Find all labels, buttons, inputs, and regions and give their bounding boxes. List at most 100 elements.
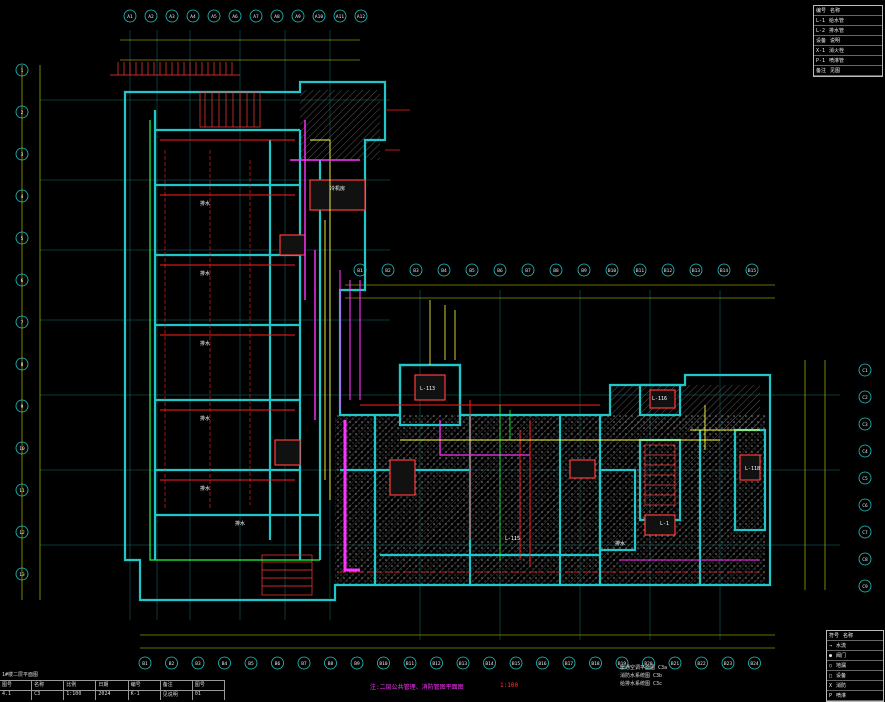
equipment-boxes [274,179,761,536]
grid-bubble-bottom: B18 [589,656,602,670]
grid-bubble-bottom: B6 [271,656,284,670]
svg-text:A12: A12 [357,14,365,20]
grid-bubble-bottom: B13 [456,656,470,670]
note-2: 消防水系统图 C3b [620,673,663,679]
room-label: 排水 [200,340,210,347]
room-label: L-118 [745,466,760,472]
svg-text:C1: C1 [862,368,868,374]
grid-bubble-left: 10 [15,441,29,455]
svg-text:B16: B16 [538,661,546,667]
grid-bubble-top: A10 [312,9,326,23]
top-left-label: 1#楼二层平面图 [2,672,39,678]
svg-text:B9: B9 [354,661,360,667]
svg-text:B23: B23 [724,661,732,667]
svg-text:B15: B15 [748,268,756,274]
room-label: 排水 [235,520,245,527]
grid-bubble-right: C3 [858,417,872,431]
grid-bubble-left: 7 [15,315,29,329]
svg-text:A5: A5 [211,14,217,20]
legend-cell: 给水管 [829,18,845,24]
room-label: L-1 [660,521,669,527]
svg-text:B1: B1 [142,661,148,667]
grid-bubble-mid: B3 [409,263,423,277]
table-cell: 编号 [129,681,161,690]
room-label: 排水 [200,485,210,492]
grid-bubble-top: A11 [333,9,347,23]
svg-text:A3: A3 [169,14,175,20]
grid-bubble-bottom: B7 [297,656,311,670]
grid-bubble-right: C1 [858,363,872,377]
table-cell: 备注 [161,681,193,690]
grid-bubble-mid: B9 [577,263,591,277]
grid-bubble-right: C7 [858,525,872,539]
grid-bubble-bottom: B4 [218,656,231,670]
legend-cell: X-1 [816,47,826,54]
grid-bubble-top: A4 [186,9,200,23]
legend-cell: X [829,682,833,689]
note-3: 给排水系统图 C3c [620,681,663,687]
dimension-lines [21,39,826,649]
grid-bubble-bottom: B8 [324,656,337,670]
svg-text:A9: A9 [295,14,301,20]
svg-text:B5: B5 [248,661,254,667]
grid-bubble-left: 2 [15,105,29,119]
grid-bubble-left: 9 [15,399,29,413]
room-label: L-113 [420,386,435,392]
table-cell: C3 [32,691,65,700]
svg-text:6: 6 [21,278,24,284]
grid-bubble-mid: B5 [465,263,479,277]
grid-bubble-left: 13 [15,567,29,581]
grid-bubble-mid: B15 [745,263,759,277]
svg-text:A8: A8 [274,14,280,20]
svg-text:B7: B7 [525,268,531,274]
grid-bubble-bottom: B9 [350,656,364,670]
legend-cell: P [829,692,833,699]
room-label: 排水 [615,540,625,547]
legend-cell: 备注 [816,68,827,74]
svg-text:4: 4 [21,194,24,200]
table-cell: 日期 [96,681,129,690]
grid-bubble-mid: B7 [521,263,535,277]
grid-bubble-mid: B4 [437,263,451,277]
grid-bubble-bottom: B3 [191,656,205,670]
svg-text:B2: B2 [169,661,175,667]
svg-text:3: 3 [21,152,24,158]
svg-text:B3: B3 [195,661,201,667]
svg-text:B8: B8 [553,268,559,274]
grid-bubble-top: A8 [270,9,284,23]
legend-cell: 见图 [830,68,841,74]
grid-bubble-right: C6 [858,498,872,512]
svg-text:B12: B12 [432,661,440,667]
table-cell: 01 [193,691,225,700]
svg-text:C2: C2 [862,395,868,401]
svg-text:B6: B6 [275,661,281,667]
svg-text:C7: C7 [862,530,868,536]
legend-cell: 说明 [830,38,841,44]
legend-cell: L-2 [816,27,826,34]
svg-text:B11: B11 [636,268,644,274]
svg-text:B6: B6 [497,268,503,274]
room-label: 排水 [200,415,210,422]
svg-text:A1: A1 [127,14,133,20]
legend-row: 备注见图 [814,66,882,76]
svg-text:B17: B17 [565,661,573,667]
legend-row: →水流 [827,641,883,651]
grid-bubble-right: C4 [858,444,872,458]
grid-bubble-mid: B10 [605,263,619,277]
grid-bubble-left: 4 [15,189,29,203]
grid-bubble-right: C9 [858,579,872,593]
grid-bubble-bottom: B19 [615,656,629,670]
svg-text:B10: B10 [608,268,616,274]
svg-text:C4: C4 [862,449,868,455]
svg-text:B20: B20 [644,661,652,667]
svg-text:B1: B1 [357,268,363,274]
note-1: 暖通空调平面图 C3a [620,665,668,671]
svg-text:A2: A2 [148,14,154,20]
svg-text:11: 11 [19,488,25,494]
table-cell: 名称 [32,681,65,690]
grid-bubble-bottom: B23 [721,656,735,670]
svg-text:B4: B4 [222,661,228,667]
